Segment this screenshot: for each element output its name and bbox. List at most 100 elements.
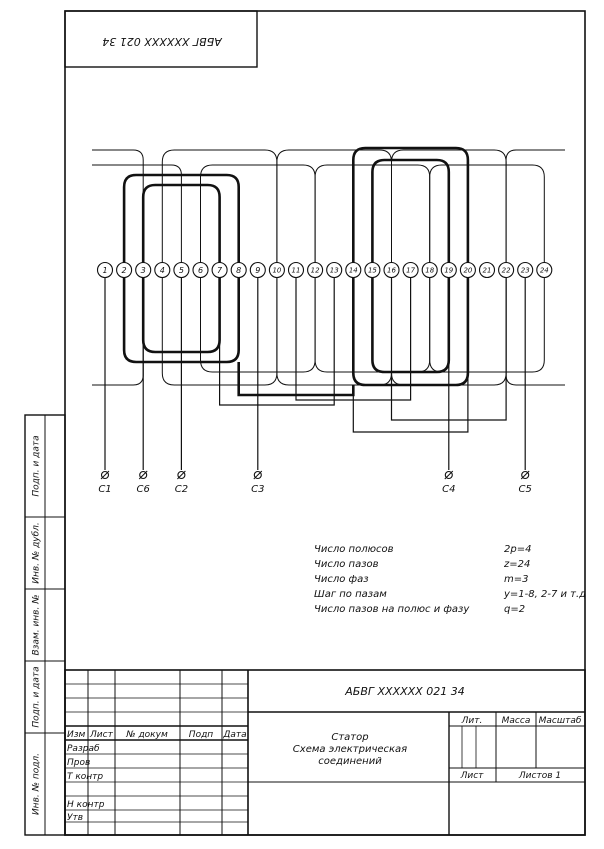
coil-end-bottom bbox=[429, 270, 545, 373]
lit-label: Лит. bbox=[461, 716, 483, 726]
slot-circle bbox=[440, 261, 457, 279]
role-label: Т контр bbox=[67, 772, 103, 782]
terminal-slash bbox=[177, 470, 186, 480]
side-strip-label: Инв. № подл. bbox=[32, 753, 42, 815]
parameters-list: Число полюсов 2p=4 Число пазов z=24 Числ… bbox=[314, 544, 586, 615]
slot-number: 1 bbox=[102, 266, 107, 275]
param-label: Число фаз bbox=[314, 574, 369, 585]
header-data: Дата bbox=[222, 730, 246, 740]
interconnect bbox=[219, 270, 335, 406]
role-label: Н контр bbox=[67, 800, 105, 810]
slot-number: 13 bbox=[330, 267, 339, 275]
slot-circle bbox=[211, 261, 228, 279]
header-podp: Подп bbox=[189, 730, 213, 740]
coil-end-top bbox=[200, 164, 316, 270]
param-value: m=3 bbox=[504, 574, 528, 585]
param-value: q=2 bbox=[504, 604, 525, 615]
slot-number: 11 bbox=[292, 267, 301, 275]
title-block: АБВГ XXXXXX 021 34 Изм Лист № докум Подп… bbox=[64, 669, 586, 836]
thick-coil-top bbox=[352, 146, 470, 270]
param-value: 2p=4 bbox=[504, 544, 531, 555]
slot-number: 6 bbox=[198, 266, 203, 275]
side-strip: Подп. и дата Инв. № дубл. Взам. инв. № П… bbox=[24, 414, 66, 836]
slot-number: 19 bbox=[444, 267, 453, 275]
slot-circle bbox=[536, 261, 553, 279]
slot-circle bbox=[478, 261, 496, 279]
header-list: Лист bbox=[89, 730, 114, 740]
role-label: Пров bbox=[67, 758, 90, 768]
terminal-slash bbox=[100, 470, 110, 480]
coil-end-bottom bbox=[314, 270, 431, 373]
thick-coil-top bbox=[371, 158, 451, 270]
side-strip-label: Подп. и дата bbox=[32, 666, 42, 727]
slot-number: 21 bbox=[483, 267, 492, 275]
thick-coil-top bbox=[122, 173, 240, 270]
doc-code: АБВГ XXXXXX 021 34 bbox=[344, 685, 464, 698]
slot-number: 5 bbox=[179, 266, 184, 275]
rotated-stamp-box: АБВГ XXXXXX 021 34 bbox=[64, 10, 258, 68]
slot-circle bbox=[268, 261, 285, 279]
slot-circle bbox=[459, 261, 476, 279]
terminal-slash bbox=[520, 470, 530, 480]
slot-number: 2 bbox=[122, 266, 127, 275]
terminal-label: С3 bbox=[251, 484, 264, 495]
slot-circle bbox=[154, 261, 171, 279]
slot-number: 12 bbox=[311, 267, 320, 275]
slot-circle bbox=[326, 261, 343, 279]
terminal-slash bbox=[138, 470, 148, 480]
slot-number: 4 bbox=[160, 266, 165, 275]
slot-circle bbox=[402, 261, 419, 279]
terminal-leads bbox=[104, 270, 526, 470]
slot-number: 17 bbox=[406, 267, 415, 275]
slot-circle bbox=[383, 261, 400, 279]
massa-label: Масса bbox=[502, 716, 531, 726]
slot-number: 14 bbox=[349, 267, 358, 275]
slot-circle bbox=[173, 261, 190, 279]
terminal-label: С1 bbox=[98, 484, 111, 495]
coil-end-top bbox=[276, 149, 392, 270]
slot-number: 7 bbox=[217, 266, 223, 275]
coil-end-top bbox=[161, 149, 278, 270]
header-izm: Изм bbox=[67, 730, 86, 740]
slot-circle bbox=[364, 261, 381, 279]
side-strip-label: Инв. № дубл. bbox=[32, 522, 42, 584]
coil-end-top bbox=[505, 149, 565, 270]
coil-end-top bbox=[92, 149, 144, 270]
param-value: z=24 bbox=[503, 559, 530, 570]
slot-number: 24 bbox=[540, 267, 549, 275]
param-label: Число полюсов bbox=[314, 544, 394, 555]
slot-circle bbox=[517, 261, 534, 279]
coil-end-top bbox=[429, 164, 545, 270]
sheets-label: Листов 1 bbox=[518, 771, 561, 781]
role-label: Утв bbox=[67, 813, 83, 823]
slot-number: 16 bbox=[387, 267, 396, 275]
slot-circle bbox=[287, 261, 305, 279]
slot-circle bbox=[498, 261, 515, 279]
drawing-title-line: Схема электрическая bbox=[293, 744, 407, 755]
coil-end-top bbox=[391, 149, 507, 270]
slot-number: 15 bbox=[368, 267, 377, 275]
terminal-label: С5 bbox=[519, 484, 532, 495]
slot-circle bbox=[421, 261, 438, 279]
terminal-label: С4 bbox=[442, 484, 455, 495]
terminal-slash bbox=[444, 470, 454, 480]
drawing-title-line: Статор bbox=[331, 732, 368, 743]
slot-number: 22 bbox=[502, 267, 511, 275]
interconnect bbox=[352, 270, 469, 433]
drawing-title-line: соединений bbox=[318, 756, 382, 767]
slot-circle bbox=[116, 261, 133, 279]
slot-circle bbox=[192, 261, 209, 279]
slot-circle bbox=[345, 261, 362, 279]
thick-coil-top bbox=[141, 183, 221, 270]
terminal-label: С6 bbox=[137, 484, 150, 495]
slot-number: 18 bbox=[425, 267, 434, 275]
slot-circle bbox=[249, 261, 266, 279]
interconnect bbox=[390, 270, 507, 421]
rotated-stamp-code: АБВГ XXXXXX 021 34 bbox=[102, 35, 222, 48]
terminal-slash bbox=[253, 470, 263, 480]
sheet-label: Лист bbox=[460, 771, 485, 781]
side-strip-label: Подп. и дата bbox=[32, 435, 42, 496]
coil-end-bottom bbox=[505, 270, 565, 386]
